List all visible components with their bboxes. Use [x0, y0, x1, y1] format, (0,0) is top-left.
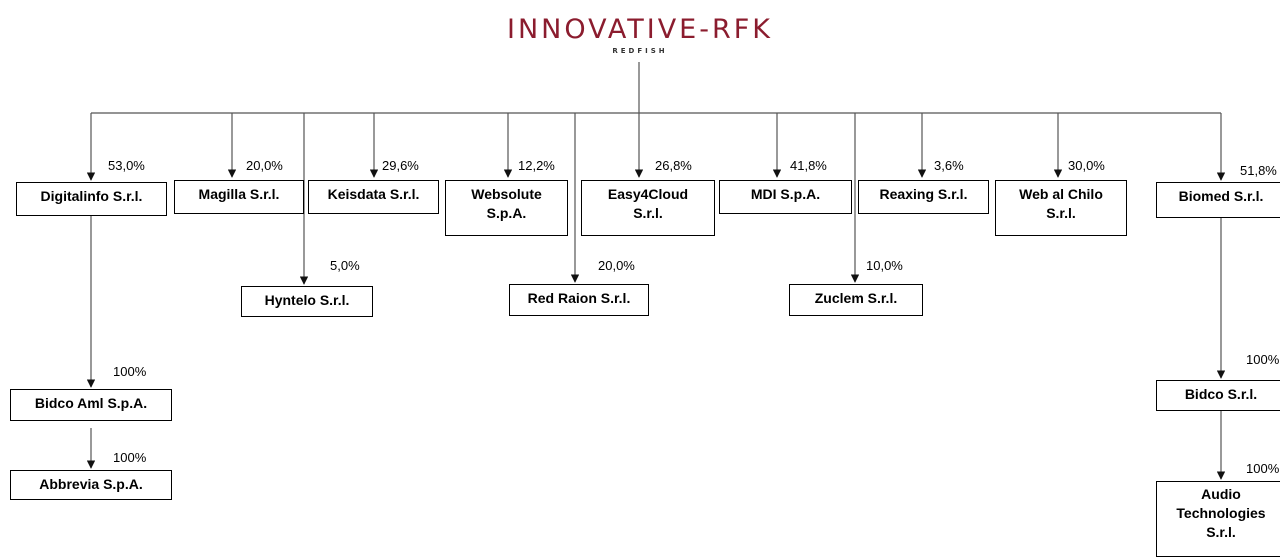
pct-bidcoaml: 100% — [113, 364, 147, 379]
box-easy4cloud: Easy4Cloud S.r.l. — [581, 180, 715, 236]
label-keisdata: Keisdata S.r.l. — [327, 186, 420, 202]
box-audiotech: Audio Technologies S.r.l. — [1156, 481, 1280, 557]
box-webalchilo: Web al Chilo S.r.l. — [995, 180, 1127, 236]
box-keisdata: Keisdata S.r.l. — [308, 180, 439, 214]
pct-bidco: 100% — [1246, 352, 1280, 367]
pct-easy4cloud: 26,8% — [655, 158, 692, 173]
box-redraion: Red Raion S.r.l. — [509, 284, 649, 316]
pct-abbrevia: 100% — [113, 450, 147, 465]
box-biomed: Biomed S.r.l. — [1156, 182, 1280, 218]
label-easy4cloud-2: S.r.l. — [633, 205, 663, 221]
pct-keisdata: 29,6% — [382, 158, 419, 173]
label-webalchilo-1: Web al Chilo — [1019, 186, 1103, 202]
box-zuclem: Zuclem S.r.l. — [789, 284, 923, 316]
pct-magilla: 20,0% — [246, 158, 283, 173]
pct-hyntelo: 5,0% — [330, 258, 360, 273]
label-websolute-1: Websolute — [471, 186, 542, 202]
pct-biomed: 51,8% — [1240, 163, 1277, 178]
label-zuclem: Zuclem S.r.l. — [814, 290, 898, 306]
box-magilla: Magilla S.r.l. — [174, 180, 304, 214]
label-bidco: Bidco S.r.l. — [1184, 386, 1258, 402]
label-reaxing: Reaxing S.r.l. — [879, 186, 968, 202]
label-audiotech-2: Technologies — [1176, 505, 1266, 521]
label-webalchilo-2: S.r.l. — [1046, 205, 1076, 221]
box-bidco: Bidco S.r.l. — [1156, 380, 1280, 411]
label-magilla: Magilla S.r.l. — [198, 186, 280, 202]
label-easy4cloud-1: Easy4Cloud — [607, 186, 689, 202]
logo-subtitle: REDFISH — [612, 47, 668, 55]
box-digitalinfo: Digitalinfo S.r.l. — [16, 182, 167, 216]
box-websolute: Websolute S.p.A. — [445, 180, 568, 236]
box-mdi: MDI S.p.A. — [719, 180, 852, 214]
box-hyntelo: Hyntelo S.r.l. — [241, 286, 373, 317]
box-abbrevia: Abbrevia S.p.A. — [10, 470, 172, 500]
label-audiotech-1: Audio — [1201, 486, 1241, 502]
label-websolute-2: S.p.A. — [486, 205, 527, 221]
pct-mdi: 41,8% — [790, 158, 827, 173]
pct-digitalinfo: 53,0% — [108, 158, 145, 173]
label-bidcoaml: Bidco Aml S.p.A. — [34, 395, 148, 411]
pct-zuclem: 10,0% — [866, 258, 903, 273]
pct-websolute: 12,2% — [518, 158, 555, 173]
label-redraion: Red Raion S.r.l. — [527, 290, 631, 306]
box-reaxing: Reaxing S.r.l. — [858, 180, 989, 214]
pct-audiotech: 100% — [1246, 461, 1280, 476]
label-mdi: MDI S.p.A. — [750, 186, 821, 202]
logo-title: INNOVATIVE-RFK — [507, 14, 773, 45]
label-hyntelo: Hyntelo S.r.l. — [264, 292, 350, 308]
pct-webalchilo: 30,0% — [1068, 158, 1105, 173]
pct-reaxing: 3,6% — [934, 158, 964, 173]
label-audiotech-3: S.r.l. — [1206, 524, 1236, 540]
label-biomed: Biomed S.r.l. — [1178, 188, 1264, 204]
label-abbrevia: Abbrevia S.p.A. — [39, 476, 143, 492]
pct-redraion: 20,0% — [598, 258, 635, 273]
label-digitalinfo: Digitalinfo S.r.l. — [40, 188, 143, 204]
box-bidcoaml: Bidco Aml S.p.A. — [10, 389, 172, 421]
